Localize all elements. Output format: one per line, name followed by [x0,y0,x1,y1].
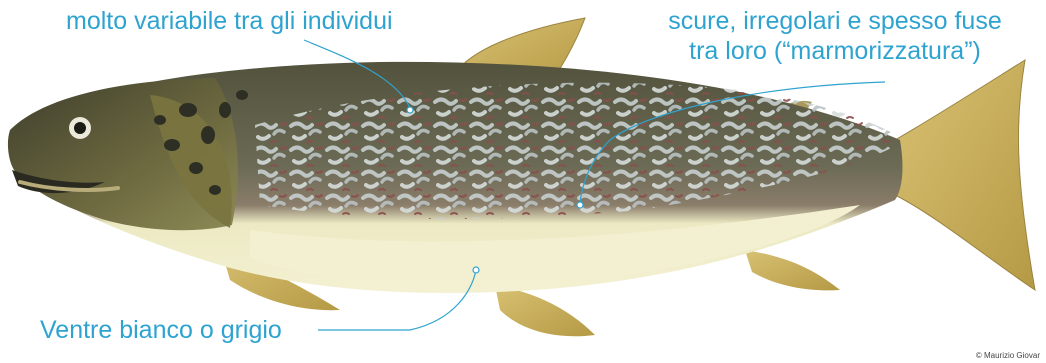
variability-label: molto variabile tra gli individui [66,6,393,36]
image-credit: © Maurizio Giovar [976,351,1040,360]
caudal-fin [895,60,1035,290]
marbling-label-line1: scure, irregolari e spesso fuse [640,6,1030,36]
anal-fin [745,250,840,290]
pelvic-fin [495,285,595,336]
marbling-label: scure, irregolari e spesso fuse tra loro… [640,6,1030,66]
belly-label: Ventre bianco o grigio [40,315,282,345]
marbling-label-line2: tra loro (“marmorizzatura”) [640,36,1030,66]
